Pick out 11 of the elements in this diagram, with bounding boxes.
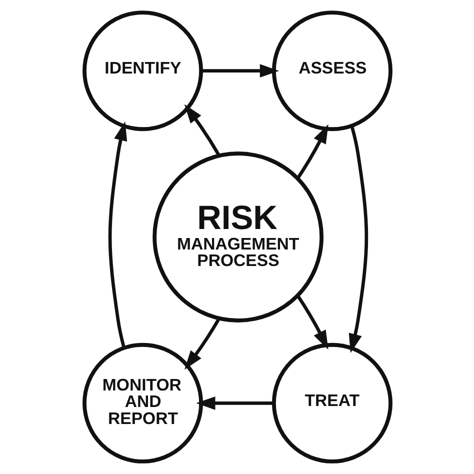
arrow [348, 126, 368, 353]
arrow [200, 64, 278, 78]
arrow [108, 122, 127, 348]
arrow [296, 124, 328, 180]
node-circle: ASSESS [271, 10, 392, 132]
node-circle: TREAT [271, 342, 392, 464]
arrow [184, 317, 220, 370]
node-circle: RISK MANAGEMENT PROCESS [152, 152, 324, 322]
arrow [184, 104, 220, 156]
arrow [296, 294, 328, 350]
arrow [196, 396, 274, 410]
